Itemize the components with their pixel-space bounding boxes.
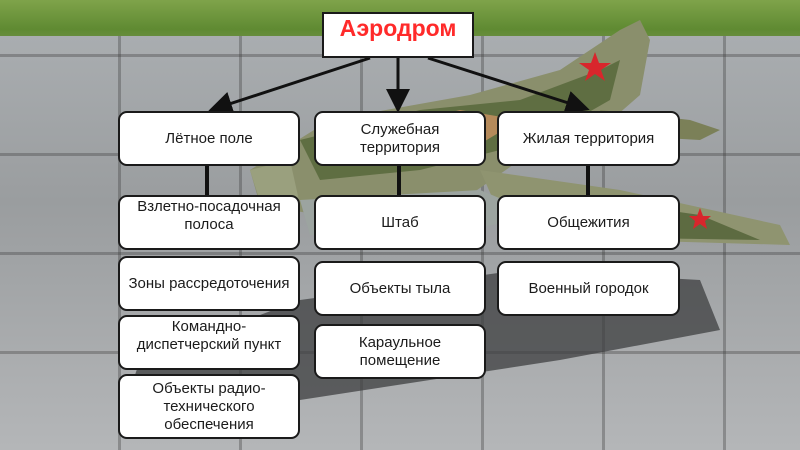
- item-runway: Взлетно-посадочная полоса: [118, 195, 300, 250]
- root-node: Аэродром: [322, 12, 474, 58]
- item-rear-facilities: Объекты тыла: [314, 261, 486, 316]
- item-military-town: Военный городок: [497, 261, 680, 316]
- category-service-territory: Служебная территория: [314, 111, 486, 166]
- item-radio-technical-support: Объекты радио-технического обеспечения: [118, 374, 300, 439]
- category-residential-territory: Жилая территория: [497, 111, 680, 166]
- arrow-to-residential-territory: [427, 56, 590, 114]
- item-guardhouse: Караульное помещение: [314, 324, 486, 379]
- item-dispersal-zones: Зоны рассредоточения: [118, 256, 300, 311]
- item-control-tower: Командно-диспетчерский пункт: [118, 315, 300, 370]
- category-flight-field: Лётное поле: [118, 111, 300, 166]
- arrow-to-flight-field: [208, 56, 371, 115]
- item-headquarters: Штаб: [314, 195, 486, 250]
- item-dormitories: Общежития: [497, 195, 680, 250]
